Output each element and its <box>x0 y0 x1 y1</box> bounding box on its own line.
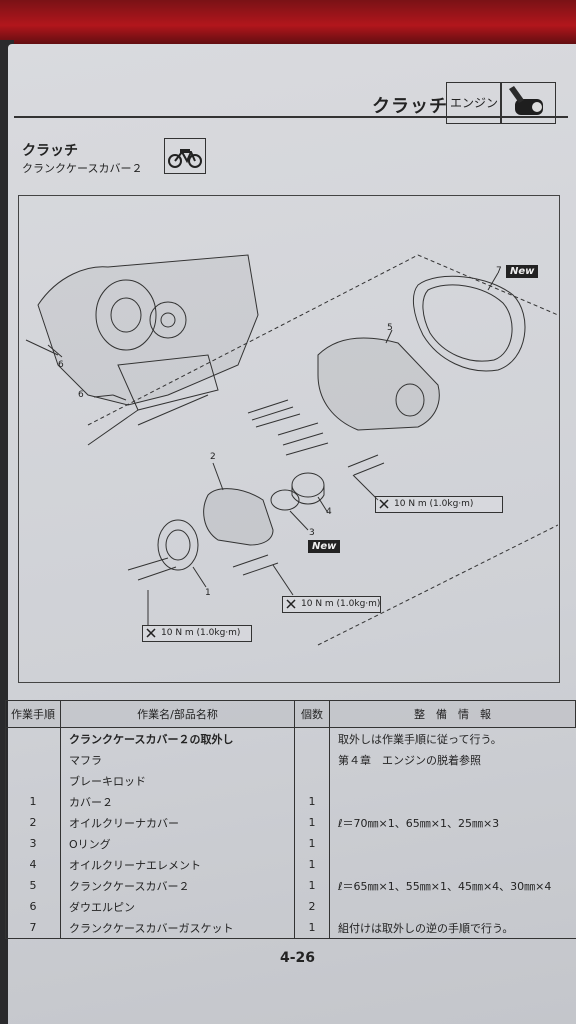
section-subtitle: クランクケースカバー２ <box>22 162 143 175</box>
table-row: 4 オイルクリーナエレメント 1 <box>5 854 576 875</box>
table-row: 1 カバー２ 1 <box>5 791 576 812</box>
callout-1: 1 <box>205 588 211 598</box>
table-header-row: 作業手順 作業名/部品名称 個数 整 備 情 報 <box>5 700 576 728</box>
callout-6-b: 6 <box>78 390 84 400</box>
chapter-title: クラッチ <box>372 96 448 117</box>
table-row: 7 クランクケースカバーガスケット 1 組付けは取外しの逆の手順で行う。 <box>5 917 576 939</box>
table-row: 2 オイルクリーナカバー 1 ℓ＝70㎜×1、65㎜×1、25㎜×3 <box>5 812 576 833</box>
exploded-diagram-frame <box>18 195 560 683</box>
callout-3: 3 <box>309 528 315 538</box>
table-row: 5 クランクケースカバー２ 1 ℓ＝65㎜×1、55㎜×1、45㎜×4、30㎜×… <box>5 875 576 896</box>
motorcycle-icon <box>164 138 206 174</box>
new-label-2: New <box>308 540 341 553</box>
torque-label-3: 10 N m (1.0kg·m) <box>142 625 252 642</box>
table-row: 6 ダウエルピン 2 <box>5 896 576 917</box>
callout-2: 2 <box>210 452 216 462</box>
table-row: マフラ 第４章 エンジンの脱着参照 <box>5 749 576 770</box>
callout-7: 7 <box>496 266 502 276</box>
header-part-name: 作業名/部品名称 <box>60 700 295 728</box>
torque-label-2: 10 N m (1.0kg·m) <box>282 596 381 613</box>
procedure-table: 作業手順 作業名/部品名称 個数 整 備 情 報 クランクケースカバー２の取外し… <box>5 700 576 939</box>
table-row: ブレーキロッド <box>5 770 576 791</box>
header-service-info: 整 備 情 報 <box>329 700 576 728</box>
header-quantity: 個数 <box>294 700 330 728</box>
exploded-diagram <box>25 254 558 646</box>
engine-icon <box>500 82 556 124</box>
background-red-cover <box>0 0 576 46</box>
callout-4: 4 <box>326 507 332 517</box>
chapter-tag: エンジン <box>446 82 502 124</box>
header-step: 作業手順 <box>5 700 61 728</box>
torque-label: 10 N m (1.0kg·m) <box>375 496 503 513</box>
callout-6: 6 <box>58 360 64 370</box>
table-row: クランクケースカバー２の取外し 取外しは作業手順に従って行う。 <box>5 727 576 749</box>
header-rule <box>14 116 568 118</box>
callout-5: 5 <box>387 323 393 333</box>
table-row: 3 Oリング 1 <box>5 833 576 854</box>
new-label: New <box>506 265 539 278</box>
section-title: クラッチ <box>22 143 78 159</box>
page-number: 4-26 <box>280 950 316 966</box>
